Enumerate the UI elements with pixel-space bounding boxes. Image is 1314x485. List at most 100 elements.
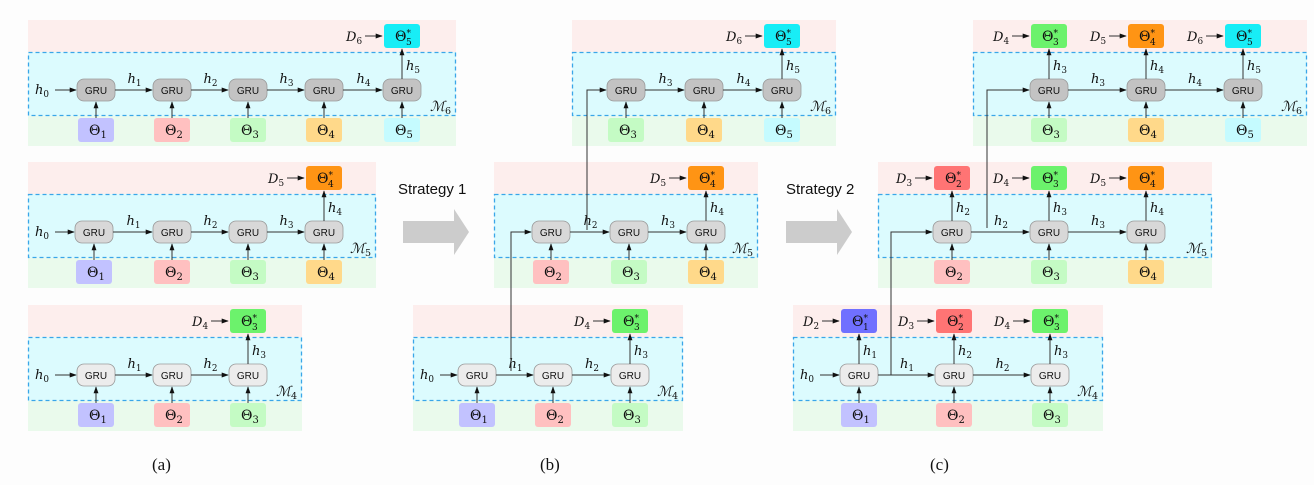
- theta-input-1: Θ1: [76, 260, 112, 284]
- dataset-label-d5: D5: [267, 172, 284, 189]
- theta-star-box-bg: [384, 24, 420, 48]
- theta-box-bg: [384, 118, 420, 142]
- dataset-label-d4: D4: [992, 172, 1009, 189]
- theta-label: Θ4: [317, 123, 335, 141]
- strategy-1-label: Strategy 1: [398, 181, 466, 198]
- dataset-label-d2: D2: [802, 315, 819, 332]
- theta-star-box-bg: [1031, 24, 1067, 48]
- output-hidden-label-h5: h5: [1247, 59, 1261, 76]
- model-boundary: [493, 193, 759, 259]
- theta-label: Θ3: [623, 408, 641, 426]
- gru-cell: GRU: [934, 363, 974, 387]
- gru-cell: GRU: [839, 363, 879, 387]
- theta-input-2: Θ2: [154, 260, 190, 284]
- dataset-label-d5: D5: [649, 172, 666, 189]
- theta-label: Θ3: [1043, 408, 1061, 426]
- theta-box-bg: [936, 403, 972, 427]
- model-label-m6: ℳ6: [430, 99, 451, 117]
- gru-cell: GRU: [228, 78, 268, 102]
- cross-row-connectors: [510, 87, 1030, 375]
- gru-cell: GRU: [74, 220, 114, 244]
- transfer-h2-to-m6: [986, 87, 1030, 228]
- theta-star-output-4: Θ*4: [688, 166, 724, 190]
- theta-star-output-2: Θ*2: [934, 166, 970, 190]
- theta-input-1: Θ1: [459, 403, 495, 427]
- theta-box-bg: [1225, 118, 1261, 142]
- theta-star-box-bg: [1128, 166, 1164, 190]
- theta-box-bg: [934, 260, 970, 284]
- theta-input-1: Θ1: [78, 118, 114, 142]
- gru-cell: GRU: [1029, 78, 1069, 102]
- theta-input-3: Θ3: [1032, 403, 1068, 427]
- hidden-state-label-h3: h3: [1091, 72, 1105, 89]
- theta-star-box-bg: [1031, 166, 1067, 190]
- hidden-state-label-h2: h2: [994, 214, 1008, 231]
- theta-star-box-bg: [1032, 309, 1068, 333]
- theta-star-output-3: Θ*3: [1031, 24, 1067, 48]
- model-label-m4: ℳ4: [657, 384, 678, 402]
- panel-a-label: (a): [152, 455, 171, 474]
- initial-hidden-label-h0: h0: [35, 368, 49, 385]
- dataset-label-d4: D4: [191, 315, 208, 332]
- theta-label: Θ2: [945, 265, 963, 283]
- gru-cell: GRU: [762, 78, 802, 102]
- theta-label: Θ3: [1042, 123, 1060, 141]
- theta-input-4: Θ4: [306, 260, 342, 284]
- theta-label: Θ5: [775, 123, 793, 141]
- theta-label: Θ4: [1139, 265, 1157, 283]
- hidden-state-label-h4: h4: [1188, 72, 1202, 89]
- gru-cell: GRU: [304, 78, 344, 102]
- dataset-label-d4: D4: [573, 315, 590, 332]
- theta-star-label: Θ*2: [947, 314, 964, 333]
- theta-star-label: Θ*5: [775, 29, 792, 48]
- gru-label: GRU: [615, 86, 637, 97]
- theta-label: Θ1: [470, 408, 488, 426]
- model-label-m5: ℳ5: [732, 241, 753, 259]
- transfer-h1-to-m5: [510, 229, 532, 371]
- gru-label: GRU: [695, 228, 717, 239]
- output-hidden-label-h2: h2: [958, 344, 972, 361]
- theta-star-label: Θ*3: [623, 314, 640, 333]
- theta-input-1: Θ1: [841, 403, 877, 427]
- theta-label: Θ1: [89, 123, 107, 141]
- gru-label: GRU: [1232, 86, 1254, 97]
- theta-star-label: Θ*2: [945, 171, 962, 190]
- transfer-h2-to-m6: [586, 87, 607, 230]
- theta-input-4: Θ4: [1128, 118, 1164, 142]
- dataset-label-d5: D5: [1089, 172, 1106, 189]
- gru-label: GRU: [619, 371, 641, 382]
- theta-label: Θ1: [89, 408, 107, 426]
- gru-label: GRU: [161, 371, 183, 382]
- gru-cell: GRU: [152, 78, 192, 102]
- output-hidden-label-h2: h2: [956, 201, 970, 218]
- gru-cell: GRU: [533, 363, 573, 387]
- theta-input-1: Θ1: [78, 403, 114, 427]
- gru-label: GRU: [237, 86, 259, 97]
- theta-label: Θ3: [1042, 265, 1060, 283]
- gru-label: GRU: [1039, 371, 1061, 382]
- theta-input-4: Θ4: [1128, 260, 1164, 284]
- hidden-state-label-h1: h1: [900, 357, 914, 374]
- gru-cell: GRU: [1030, 363, 1070, 387]
- model-boundary: [27, 336, 303, 402]
- theta-label: Θ3: [241, 265, 259, 283]
- theta-input-3: Θ3: [230, 403, 266, 427]
- theta-box-bg: [1128, 118, 1164, 142]
- gru-label: GRU: [540, 228, 562, 239]
- model-label-m4: ℳ4: [1077, 384, 1098, 402]
- hidden-state-label-h2: h2: [204, 214, 218, 231]
- theta-input-2: Θ2: [535, 403, 571, 427]
- theta-star-label: Θ*5: [395, 29, 412, 48]
- gru-label: GRU: [693, 86, 715, 97]
- theta-box-bg: [78, 118, 114, 142]
- model-boundary: [27, 51, 457, 117]
- theta-star-output-3: Θ*3: [1031, 166, 1067, 190]
- panel-b-label: (b): [540, 455, 560, 474]
- theta-label: Θ3: [241, 123, 259, 141]
- theta-label: Θ4: [697, 123, 715, 141]
- gru-cell: GRU: [76, 78, 116, 102]
- hidden-state-label-h4: h4: [357, 72, 371, 89]
